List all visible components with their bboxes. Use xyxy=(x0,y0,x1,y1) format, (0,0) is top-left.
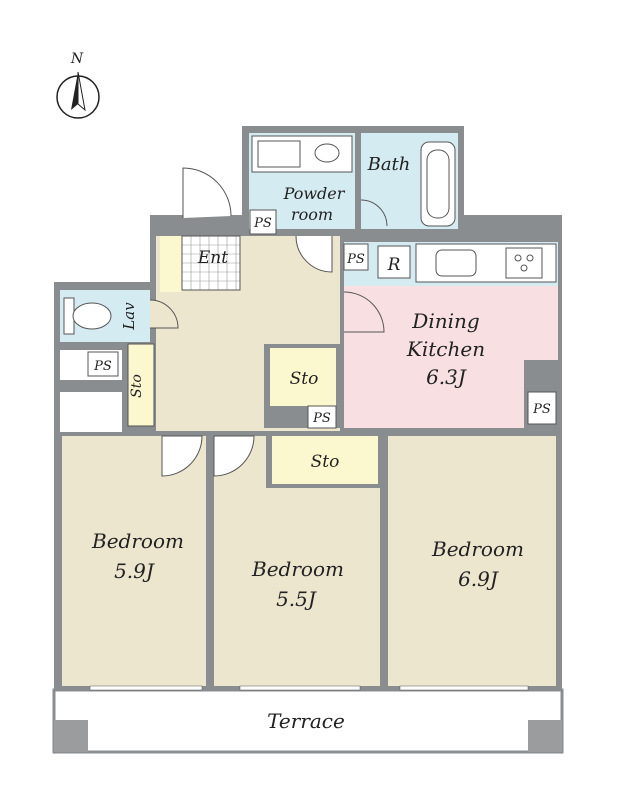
pipe-space-5 xyxy=(527,391,557,425)
bedroom-west-door-swing xyxy=(161,435,203,477)
storage-bed xyxy=(272,436,378,484)
pipe-space-4-label: PS xyxy=(346,252,365,267)
refrigerator-label: R xyxy=(387,255,401,275)
wet-area: Powder room Bath xyxy=(249,133,458,229)
dining-kitchen-label-line1: Dining xyxy=(411,309,479,333)
west-void xyxy=(60,392,122,432)
pipe-space-5-label: PS xyxy=(532,402,551,417)
compass: N xyxy=(56,51,100,119)
bedroom-east-label: Bedroom xyxy=(431,537,524,561)
bath-label: Bath xyxy=(367,154,411,175)
bath-door-swing xyxy=(360,199,388,227)
pipe-space-1-label: PS xyxy=(253,216,272,231)
pipe-space-1 xyxy=(249,209,277,235)
burner-icon xyxy=(520,264,528,272)
refrigerator xyxy=(377,245,411,279)
stove-icon xyxy=(505,247,543,279)
pipe-space-2 xyxy=(87,351,119,377)
burner-icon xyxy=(526,254,534,262)
lavatory-door-swing xyxy=(149,299,179,329)
compass-arrow-outline-icon xyxy=(77,71,86,112)
entrance-label: Ent xyxy=(197,248,228,268)
kitchen-counter xyxy=(415,243,557,283)
storage-entry-label: Sto xyxy=(129,374,145,398)
bedroom-east-size: 6.9J xyxy=(458,567,499,591)
bedrooms: Sto Bedroom 5.9J Bedroom 5.5J Bedroom 6.… xyxy=(62,432,556,691)
pipe-space-3 xyxy=(307,405,337,429)
terrace: Terrace xyxy=(52,688,564,754)
pipe-space-4 xyxy=(343,243,369,271)
bathtub-icon xyxy=(420,141,456,227)
dining-kitchen-label-line2: Kitchen xyxy=(406,337,485,361)
storage-bed-label: Sto xyxy=(311,452,340,472)
powder-room-label-line1: Powder xyxy=(283,184,346,203)
compass-north-label: N xyxy=(70,51,84,67)
hall-storage: Sto PS xyxy=(264,344,340,429)
bedroom-center-size: 5.5J xyxy=(276,587,317,611)
entrance-door-swing xyxy=(182,167,232,218)
terrace-column-east xyxy=(528,720,562,752)
bedroom-center-label: Bedroom xyxy=(251,557,344,581)
dining-door-swing xyxy=(343,291,385,333)
storage-hall xyxy=(270,348,336,406)
dining-kitchen: PS R Dining Kitchen 6.3J PS xyxy=(343,242,558,428)
storage-entry xyxy=(127,343,155,427)
powder-room-door-swing xyxy=(295,235,333,273)
sink-basin-icon xyxy=(314,143,340,163)
bathtub-inner xyxy=(426,149,450,219)
bedroom-east-floor xyxy=(388,436,556,686)
powder-room-label-line2: room xyxy=(291,205,333,224)
window-center xyxy=(239,685,361,691)
kitchen-sink-icon xyxy=(435,249,477,277)
window-west xyxy=(89,685,203,691)
terrace-label: Terrace xyxy=(267,709,345,733)
storage-hall-label: Sto xyxy=(290,369,319,389)
bedroom-center-door-swing xyxy=(213,435,255,477)
shoe-cabinet xyxy=(160,236,182,292)
bedroom-west-floor xyxy=(62,436,206,686)
lavatory-label: Lav xyxy=(120,302,138,331)
bedroom-west-label: Bedroom xyxy=(91,529,184,553)
dining-kitchen-size: 6.3J xyxy=(426,365,467,389)
pipe-space-2-label: PS xyxy=(93,359,112,374)
compass-arrow-icon xyxy=(71,72,78,110)
vanity-counter xyxy=(251,135,353,173)
entrance-tile-grid xyxy=(182,236,240,290)
bedroom-west-size: 5.9J xyxy=(114,559,155,583)
pipe-space-3-label: PS xyxy=(312,411,331,426)
lavatory: Lav xyxy=(60,290,179,342)
toilet-icon xyxy=(72,302,112,330)
window-east xyxy=(399,685,529,691)
washing-machine-pan xyxy=(257,140,301,168)
burner-icon xyxy=(514,254,522,262)
terrace-column-west xyxy=(54,720,88,752)
